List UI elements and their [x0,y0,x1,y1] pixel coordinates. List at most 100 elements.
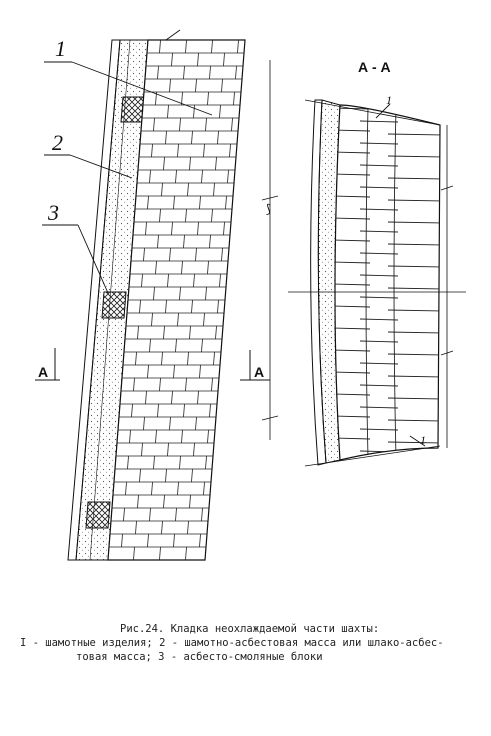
brick-joint [149,338,151,353]
brick-joint [209,65,211,80]
section-title: А - А [358,59,391,75]
label-1: 1 [55,36,66,61]
brick-joint [207,91,209,106]
brick-joint [167,442,169,457]
brick-joint [139,299,141,314]
leaders [42,29,213,294]
block-course-line [387,375,440,378]
brick-joint [197,221,199,236]
shaft-masonry-drawing: ⟆ 1 2 3 А А А - А [35,29,466,561]
brick-joint [195,416,197,431]
brick-joint [147,364,149,379]
brick-joint [179,455,181,470]
brick-joint [203,312,205,327]
block-course-line [335,217,371,220]
brick-joint [123,507,125,522]
caption-title: Рис.24. Кладка неохлаждаемой части шахты… [120,623,380,635]
brick-joint [145,390,147,405]
block-course-line [387,243,440,246]
block-course-line [387,177,440,180]
marker-1-bottom: 1 [420,433,426,447]
brick-joint [157,403,159,418]
block-course-line [387,133,440,136]
brick-joint [173,533,175,548]
block-course-line [359,406,399,409]
brick-joint [121,533,123,548]
brick-joint [133,377,135,392]
brick-joint [127,455,129,470]
brick-joint [185,546,187,560]
brick-joint [185,208,187,223]
brick-joint [199,364,201,379]
block-course-line [335,349,371,352]
caption-line-3: товая масса; 3 - асбесто-смоляные блоки [76,651,323,663]
brick-joint [171,52,173,67]
brick-joint [213,182,215,197]
brick-joint [149,169,151,184]
block-course-line [335,151,371,154]
svg-text:⟆: ⟆ [266,202,271,216]
section-marker-left-letter: А [38,364,48,380]
brick-joint [217,299,219,314]
block-course-line [359,318,399,321]
brick-joint [161,520,163,535]
brick-joint [183,403,185,418]
section-marker-right [240,350,270,381]
section-marker-right-letter: А [254,364,264,380]
brick-joint [237,40,239,54]
block-course-line [387,155,440,158]
brick-joint [211,377,213,392]
block-course-line [359,142,399,145]
brick-joint [135,351,137,366]
brick-joint [173,364,175,379]
brick-joint [165,130,167,145]
brick-joint [217,130,219,145]
brick-joint [195,78,197,93]
block-course-line [335,239,371,242]
block-course-line [359,384,399,387]
block-course-line [359,274,399,277]
marker-1-top: 1 [386,93,392,107]
brick-joint [165,468,167,483]
brick-joint [151,481,153,496]
brick-joint [199,533,201,548]
brick-joint [163,325,165,340]
block-course-line [387,287,440,290]
block-course-line [359,164,399,167]
block-course-line [387,441,440,444]
brick-joint [191,130,193,145]
block-course-line [387,309,440,312]
brick-joint [233,91,235,106]
brick-joint [207,260,209,275]
brick-joint [185,40,187,54]
brick-joint [223,221,225,236]
brick-joint [171,390,173,405]
brick-joint [197,390,199,405]
brick-joint [139,468,141,483]
brick-joint [199,195,201,210]
brick-joint [219,104,221,119]
block-course-line [335,327,371,330]
asbestos-resin-block [120,96,145,123]
block-course-line [387,265,440,268]
brick-joint [133,546,135,560]
brick-joint [141,442,143,457]
brick-joint [227,169,229,184]
block-course-line [359,362,399,365]
block-course-line [335,393,371,396]
brick-joint [153,117,155,132]
brick-joint [185,377,187,392]
block-course-line [387,221,440,224]
brick-joint [189,156,191,171]
block-course-line [359,208,399,211]
brick-joint [187,351,189,366]
brick-joint [141,273,143,288]
brick-joint [175,169,177,184]
brick-joint [191,299,193,314]
block-column-joint [393,107,397,459]
brick-joint [147,533,149,548]
brick-joint [135,520,137,535]
brick-joint [159,377,161,392]
cross-section-aa [288,99,466,467]
fireclay-block-masonry [334,104,441,461]
